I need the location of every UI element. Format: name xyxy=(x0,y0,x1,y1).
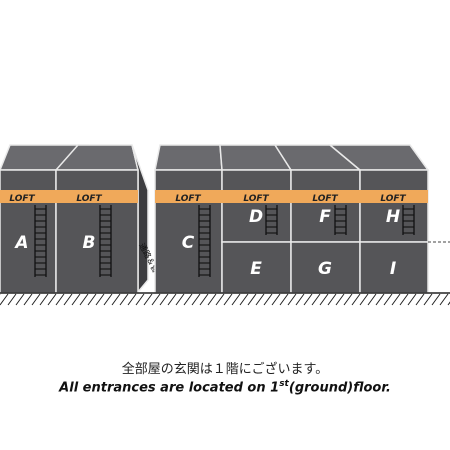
ladder-a-icon xyxy=(34,205,47,277)
caption-english-ordinal: st xyxy=(279,379,289,389)
unit-label-c: C xyxy=(182,233,195,253)
unit-i-face xyxy=(359,241,429,294)
unit-h-face xyxy=(359,169,429,243)
unit-e-face xyxy=(221,241,292,294)
loft-band-a xyxy=(0,190,56,203)
unit-label-e: E xyxy=(250,259,262,279)
loft-label-h: LOFT xyxy=(380,194,406,204)
caption-english: All entrances are located on 1st(ground)… xyxy=(0,379,450,395)
unit-label-f: F xyxy=(319,207,331,227)
loft-band-b xyxy=(56,190,138,203)
loft-label-c: LOFT xyxy=(175,194,201,204)
unit-label-h: H xyxy=(386,207,400,227)
unit-label-i: I xyxy=(390,259,396,279)
roof-top-c xyxy=(154,144,223,171)
ladder-d-icon xyxy=(265,205,278,235)
side-face-b xyxy=(131,144,149,295)
unit-f-face xyxy=(290,169,361,243)
loft-label-d: LOFT xyxy=(243,194,269,204)
loft-band-d xyxy=(222,190,291,203)
ladder-b-icon xyxy=(99,205,112,277)
caption-english-main: All entrances are located on 1 xyxy=(59,380,280,396)
unit-d-face xyxy=(221,169,292,243)
ladder-h-icon xyxy=(402,205,415,235)
caption-japanese: 全部屋の玄関は１階にございます。 xyxy=(121,362,329,377)
ground xyxy=(0,292,450,306)
caption-english-rest: (ground)floor. xyxy=(288,380,391,396)
unit-b-face xyxy=(55,169,139,294)
loft-label-a: LOFT xyxy=(9,194,35,204)
unit-label-a: A xyxy=(13,233,28,253)
unit-c-face xyxy=(154,169,223,294)
loft-band-c xyxy=(155,190,222,203)
loft-label-b: LOFT xyxy=(76,194,102,204)
loft-label-f: LOFT xyxy=(312,194,338,204)
loft-band-f xyxy=(291,190,360,203)
unit-label-d: D xyxy=(249,207,263,227)
loft-band-h xyxy=(360,190,428,203)
ladder-f-icon xyxy=(334,205,347,235)
ground-hatching xyxy=(0,293,450,306)
building-left: LOFT LOFT A B xyxy=(0,144,149,295)
unit-a-face xyxy=(0,169,57,294)
ladder-c-icon xyxy=(198,205,211,277)
unit-label-g: G xyxy=(318,259,332,279)
building-right: LOFT LOFT LOFT LOFT C D F H E G I xyxy=(154,144,430,294)
unit-g-face xyxy=(290,241,361,294)
unit-label-b: B xyxy=(83,233,96,253)
